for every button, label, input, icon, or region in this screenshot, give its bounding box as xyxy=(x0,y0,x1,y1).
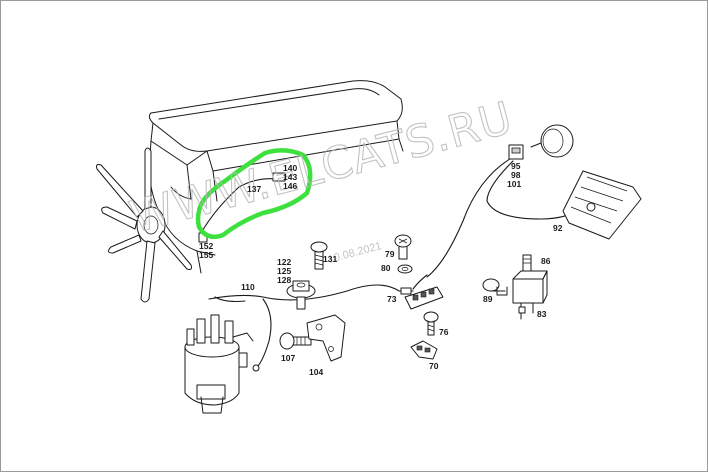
label-83: 83 xyxy=(537,309,547,319)
label-137: 137 xyxy=(247,184,261,194)
label-125: 125 xyxy=(277,266,291,276)
highlight-loop xyxy=(195,148,313,239)
module-92 xyxy=(562,170,642,240)
relay-83 xyxy=(512,254,548,320)
clip-70 xyxy=(410,340,438,360)
screw-79 xyxy=(394,234,412,260)
sensor-95 xyxy=(508,124,574,160)
screw-76 xyxy=(423,311,439,336)
label-86: 86 xyxy=(541,256,551,266)
label-140: 140 xyxy=(283,163,297,173)
distributor xyxy=(184,314,254,414)
screw-89 xyxy=(482,278,508,296)
label-143: 143 xyxy=(283,172,297,182)
label-89: 89 xyxy=(483,294,493,304)
label-107: 107 xyxy=(281,353,295,363)
label-104: 104 xyxy=(309,367,323,377)
fan xyxy=(96,147,192,303)
washer-80 xyxy=(397,264,413,274)
label-128: 128 xyxy=(277,275,291,285)
label-73: 73 xyxy=(387,294,397,304)
label-152: 152 xyxy=(199,241,213,251)
wiring xyxy=(198,156,586,372)
connector-73 xyxy=(404,286,444,310)
label-80: 80 xyxy=(381,263,391,273)
sensor-122 xyxy=(286,280,316,310)
label-155: 155 xyxy=(199,250,213,260)
label-146: 146 xyxy=(283,181,297,191)
label-95: 95 xyxy=(511,161,521,171)
label-92: 92 xyxy=(553,223,563,233)
label-122: 122 xyxy=(277,257,291,267)
bracket-104 xyxy=(306,314,346,362)
screw-131 xyxy=(310,241,328,270)
label-79: 79 xyxy=(385,249,395,259)
screw-107 xyxy=(279,332,312,350)
label-131: 131 xyxy=(323,254,337,264)
label-76: 76 xyxy=(439,327,449,337)
label-98: 98 xyxy=(511,170,521,180)
label-101: 101 xyxy=(507,179,521,189)
part-labels: 140 143 146 137 152 155 95 98 101 92 131… xyxy=(199,161,563,377)
label-70: 70 xyxy=(429,361,439,371)
label-110: 110 xyxy=(241,282,255,292)
